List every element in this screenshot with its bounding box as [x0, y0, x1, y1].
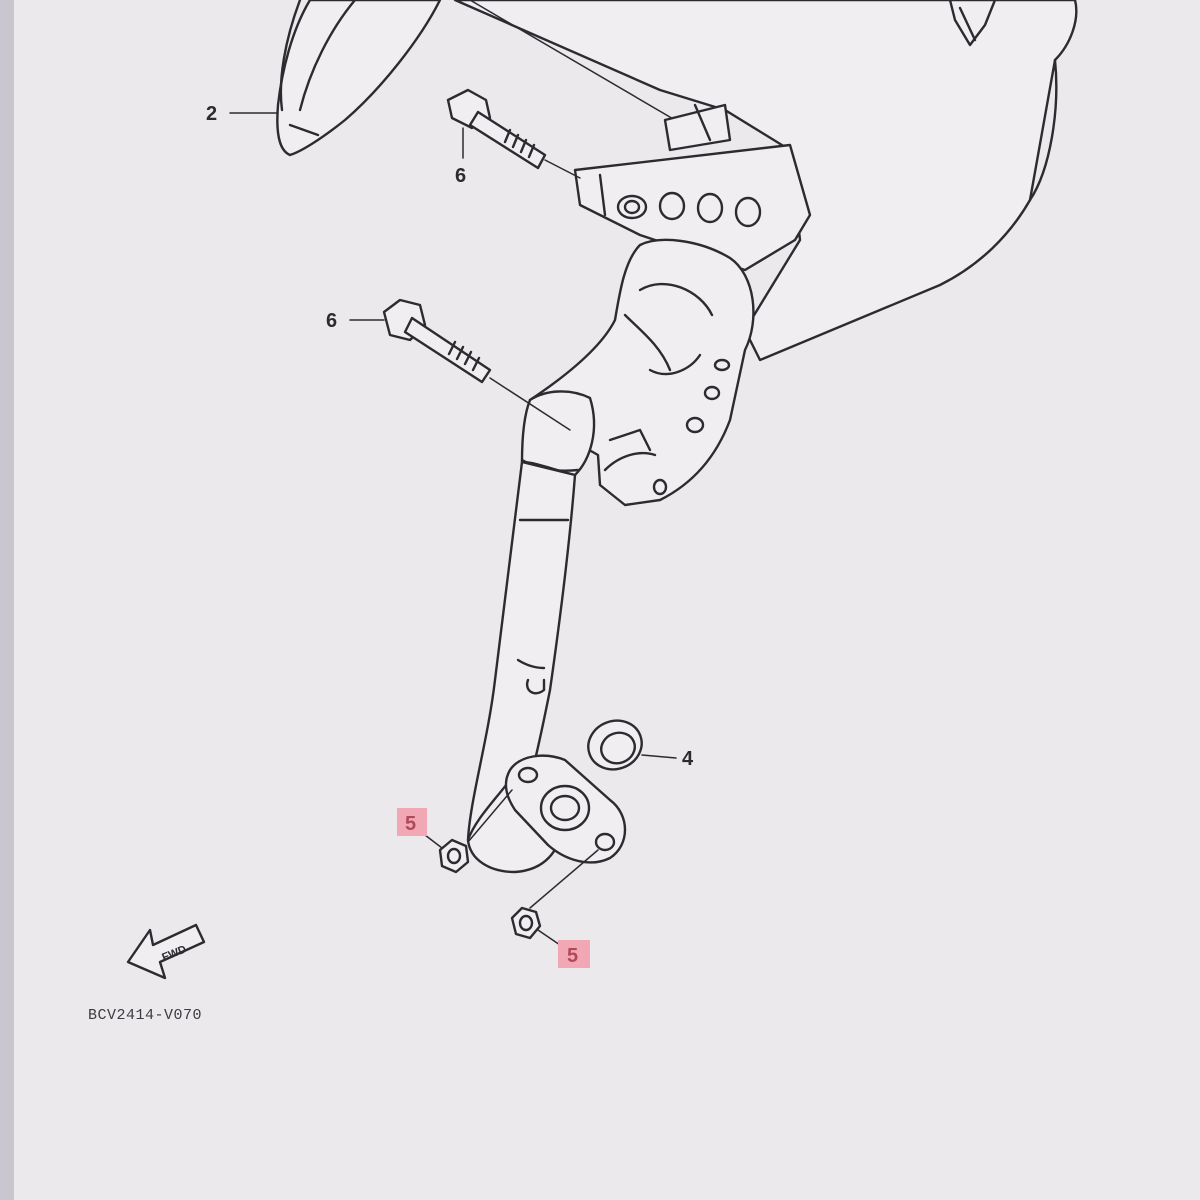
bolt-part-mid	[349, 298, 571, 431]
callout-part-2: 2	[206, 103, 217, 125]
screen-edge	[0, 0, 14, 1200]
leader-line	[469, 0, 676, 121]
callout-part-4: 4	[682, 748, 694, 770]
drawing-code: BCV2414-V070	[88, 1007, 202, 1024]
callout-part-5-left: 5	[405, 813, 416, 835]
heat-shield-part	[276, 0, 442, 157]
flange-bracket	[573, 103, 812, 272]
callout-part-6-mid: 6	[326, 310, 337, 332]
highlight-box	[397, 808, 427, 836]
gasket-part	[587, 719, 677, 771]
callout-part-6-top: 6	[455, 165, 466, 187]
nut-part-left	[424, 789, 513, 874]
forward-arrow-icon: FWD	[126, 923, 206, 980]
lower-flange	[504, 754, 627, 864]
nut-part-right	[510, 849, 599, 946]
bolt-part-top	[446, 88, 581, 179]
callout-part-5-right: 5	[567, 945, 578, 967]
highlight-box	[558, 940, 590, 968]
exhaust-pipe	[466, 238, 755, 874]
muffler-body	[453, 0, 1078, 362]
